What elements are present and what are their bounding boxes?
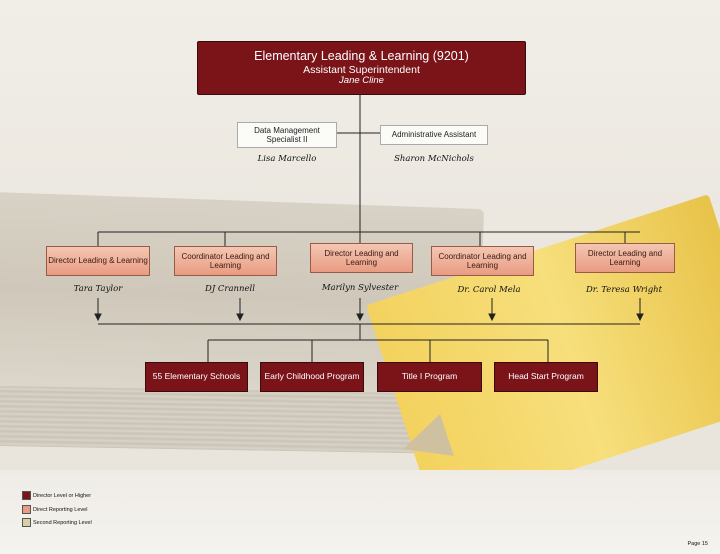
- coordinator-box: Coordinator Leading and Learning: [174, 246, 277, 276]
- head-role: Assistant Superintendent: [303, 63, 420, 76]
- coordinator-role: Coordinator Leading and Learning: [438, 251, 527, 270]
- director-box: Director Leading and Learning: [310, 243, 413, 273]
- director-name: Dr. Teresa Wright: [585, 285, 663, 295]
- head-box: Elementary Leading & Learning (9201) Ass…: [197, 41, 526, 95]
- legend-item: Director Level or Higher: [22, 491, 91, 500]
- director-box: Director Leading & Learning: [46, 246, 150, 276]
- director-name: Tara Taylor: [73, 284, 123, 294]
- legend-item: Direct Reporting Level: [22, 505, 87, 514]
- coordinator-role: Coordinator Leading and Learning: [181, 251, 270, 270]
- staff-name: Lisa Marcello: [257, 154, 317, 164]
- coordinator-name: DJ Crannell: [205, 284, 255, 294]
- director-role: Director Leading and Learning: [587, 248, 663, 267]
- legend-label: Direct Reporting Level: [33, 506, 88, 513]
- legend-label: Director Level or Higher: [33, 492, 92, 499]
- director-name: Marilyn Sylvester: [321, 283, 399, 293]
- program-label: Title I Program: [401, 371, 458, 382]
- legend-swatch: [22, 505, 31, 514]
- head-name: Jane Cline: [339, 74, 384, 86]
- coordinator-name: Dr. Carol Mela: [457, 285, 521, 295]
- program-label: 55 Elementary Schools: [152, 371, 241, 382]
- legend-label: Second Reporting Level: [33, 519, 92, 526]
- staff-box-data-management: Data Management Specialist II: [237, 122, 337, 148]
- program-box: Head Start Program: [494, 362, 598, 392]
- director-role: Director Leading and Learning: [324, 248, 399, 267]
- staff-name: Sharon McNichols: [394, 154, 474, 164]
- coordinator-box: Coordinator Leading and Learning: [431, 246, 534, 276]
- director-role: Director Leading & Learning: [48, 256, 148, 266]
- staff-role: Administrative Assistant: [391, 130, 477, 140]
- program-box: 55 Elementary Schools: [145, 362, 248, 392]
- legend-swatch: [22, 518, 31, 527]
- program-box: Title I Program: [377, 362, 482, 392]
- staff-box-admin-assistant: Administrative Assistant: [380, 125, 488, 145]
- org-title: Elementary Leading & Learning (9201): [254, 49, 469, 64]
- program-label: Early Childhood Program: [264, 371, 360, 382]
- program-label: Head Start Program: [508, 371, 584, 382]
- legend-item: Second Reporting Level: [22, 518, 92, 527]
- page-number: Page 15: [687, 541, 709, 547]
- legend-swatch: [22, 491, 31, 500]
- director-box: Director Leading and Learning: [575, 243, 675, 273]
- staff-role: Data Management Specialist II: [254, 125, 320, 144]
- program-box: Early Childhood Program: [260, 362, 364, 392]
